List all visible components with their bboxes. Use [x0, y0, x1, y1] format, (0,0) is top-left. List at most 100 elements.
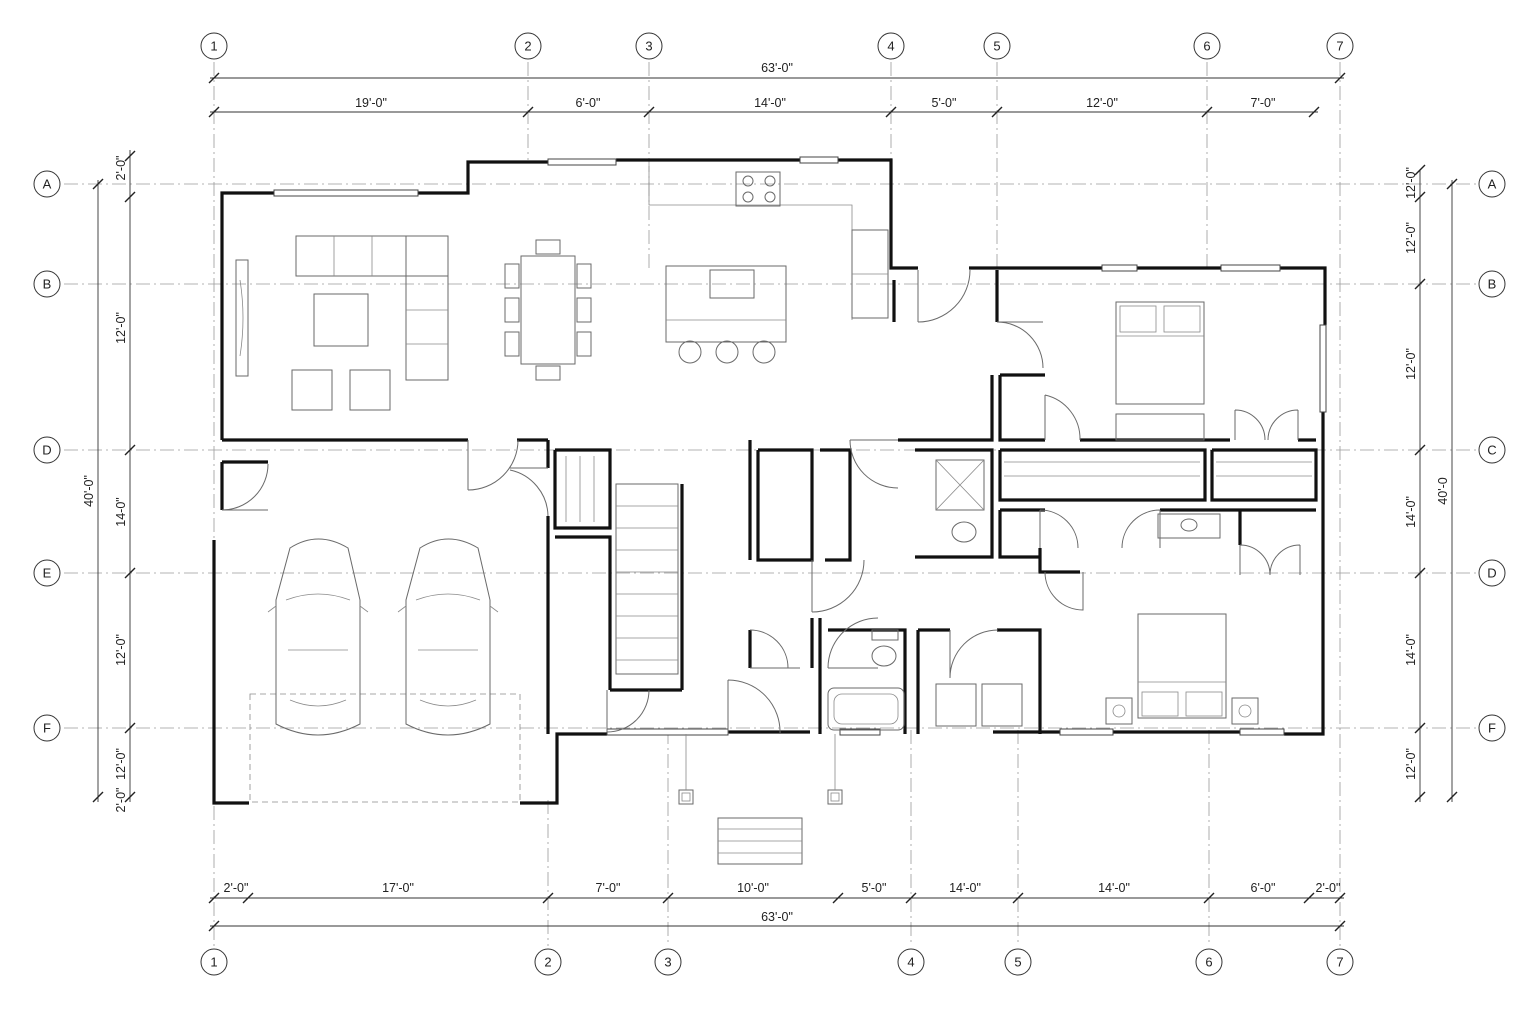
dim-segment: 2'-0" — [114, 156, 128, 181]
kitchen — [648, 166, 889, 364]
overall-width-bottom: 63'-0" — [761, 910, 793, 924]
grid-bubble: 6 — [1193, 32, 1221, 60]
svg-text:F: F — [1488, 721, 1496, 736]
svg-text:4: 4 — [887, 39, 894, 54]
svg-text:6: 6 — [1205, 955, 1212, 970]
dim-segment: 6'-0" — [1251, 881, 1276, 895]
closets — [1004, 461, 1312, 477]
dim-segment: 14'-0" — [949, 881, 981, 895]
dim-segment: 12'-0" — [114, 634, 128, 666]
grid-bubbles-bottom: 1 2 3 4 5 6 7 — [200, 948, 1354, 976]
dim-segment: 2'-0" — [114, 788, 128, 813]
dim-segment: 12'-0" — [1404, 167, 1418, 199]
dim-segment: 14-0" — [114, 497, 128, 526]
dim-segment: 5'-0" — [932, 96, 957, 110]
overall-width-top: 63'-0" — [761, 61, 793, 75]
interior-walls — [222, 270, 1318, 734]
dim-segment: 14'-0" — [1098, 881, 1130, 895]
dimensions-right: 40'-0 12'-0" 12'-0" 12'-0" 14'-0" 14'-0"… — [1404, 164, 1458, 803]
bathrooms — [827, 459, 1221, 731]
grid-bubble: 4 — [897, 948, 925, 976]
svg-text:A: A — [43, 177, 52, 192]
svg-text:B: B — [43, 277, 52, 292]
grid-bubble: 7 — [1326, 948, 1354, 976]
garage — [249, 693, 521, 803]
dim-segment: 12'-0" — [114, 312, 128, 344]
grid-bubble: D — [1478, 559, 1506, 587]
dim-segment: 17'-0" — [382, 881, 414, 895]
grid-bubbles-left: A B D E F — [33, 170, 61, 742]
dim-segment: 12'-0" — [1086, 96, 1118, 110]
living-room-furniture — [235, 235, 449, 411]
svg-text:E: E — [43, 566, 52, 581]
dim-segment: 12'-0" — [1404, 222, 1418, 254]
dim-segment: 12'-0" — [1404, 348, 1418, 380]
dimensions-bottom: 63'-0" 2'-0" 17'-0" 7'-0" 10'-0" 5'-0" 1… — [208, 881, 1346, 932]
svg-text:2: 2 — [524, 39, 531, 54]
svg-text:3: 3 — [645, 39, 652, 54]
windows — [273, 156, 1327, 736]
grid-bubble: 2 — [514, 32, 542, 60]
laundry — [935, 683, 1023, 727]
grid-bubbles-right: A B C D F — [1478, 170, 1506, 742]
car-icon — [267, 538, 369, 736]
dim-segment: 7'-0" — [596, 881, 621, 895]
dimensions-left: 40'-0" 2'-0" 12'-0" 14-0" 12'-0" 12'-0" … — [82, 150, 136, 813]
dim-segment: 12'-0" — [1404, 748, 1418, 780]
door-swings — [221, 269, 1301, 735]
svg-text:7: 7 — [1336, 39, 1343, 54]
grid-bubble: 5 — [1004, 948, 1032, 976]
dim-segment: 19'-0" — [355, 96, 387, 110]
svg-text:6: 6 — [1203, 39, 1210, 54]
svg-text:2: 2 — [544, 955, 551, 970]
dimensions-top: 63'-0" 19'-0" 6'-0" 14'-0" 5'-0" 12'-0" … — [208, 61, 1346, 118]
bed-icon — [1115, 301, 1205, 441]
dining-table — [504, 239, 592, 381]
svg-text:5: 5 — [993, 39, 1000, 54]
bed-icon — [1105, 613, 1259, 725]
svg-text:D: D — [1487, 566, 1496, 581]
grid-bubble: 6 — [1195, 948, 1223, 976]
dim-segment: 2'-0" — [1316, 881, 1341, 895]
grid-bubble: 7 — [1326, 32, 1354, 60]
grid-bubble: C — [1478, 436, 1506, 464]
dim-segment: 14'-0" — [1404, 634, 1418, 666]
grid-bubble: E — [33, 559, 61, 587]
dim-segment: 6'-0" — [576, 96, 601, 110]
exterior-walls — [212, 158, 1327, 805]
grid-bubble: 3 — [654, 948, 682, 976]
overall-depth-left: 40'-0" — [82, 475, 96, 507]
svg-text:A: A — [1488, 177, 1497, 192]
svg-text:D: D — [42, 443, 51, 458]
grid-bubble: 1 — [200, 32, 228, 60]
grid-bubble: A — [1478, 170, 1506, 198]
svg-text:4: 4 — [907, 955, 914, 970]
svg-text:F: F — [43, 721, 51, 736]
grid-bubble: F — [33, 714, 61, 742]
svg-text:3: 3 — [664, 955, 671, 970]
dim-segment: 14'-0" — [1404, 496, 1418, 528]
svg-text:1: 1 — [210, 39, 217, 54]
svg-text:7: 7 — [1336, 955, 1343, 970]
dim-segment: 12'-0" — [114, 748, 128, 780]
grid-bubble: 5 — [983, 32, 1011, 60]
grid-bubble: D — [33, 436, 61, 464]
grid-bubble: B — [1478, 270, 1506, 298]
car-icon — [397, 538, 499, 736]
grid-bubble: 2 — [534, 948, 562, 976]
dim-segment: 5'-0" — [862, 881, 887, 895]
grid-bubble: 4 — [877, 32, 905, 60]
grid-bubble: F — [1478, 714, 1506, 742]
grid-bubble: 3 — [635, 32, 663, 60]
entry-porch — [678, 734, 843, 865]
dim-segment: 10'-0" — [737, 881, 769, 895]
stairs — [565, 456, 679, 675]
svg-text:C: C — [1487, 443, 1496, 458]
grid-bubble: A — [33, 170, 61, 198]
dim-segment: 2'-0" — [224, 881, 249, 895]
dim-segment: 14'-0" — [754, 96, 786, 110]
svg-text:B: B — [1488, 277, 1497, 292]
grid-bubble: B — [33, 270, 61, 298]
grid-bubble: 1 — [200, 948, 228, 976]
